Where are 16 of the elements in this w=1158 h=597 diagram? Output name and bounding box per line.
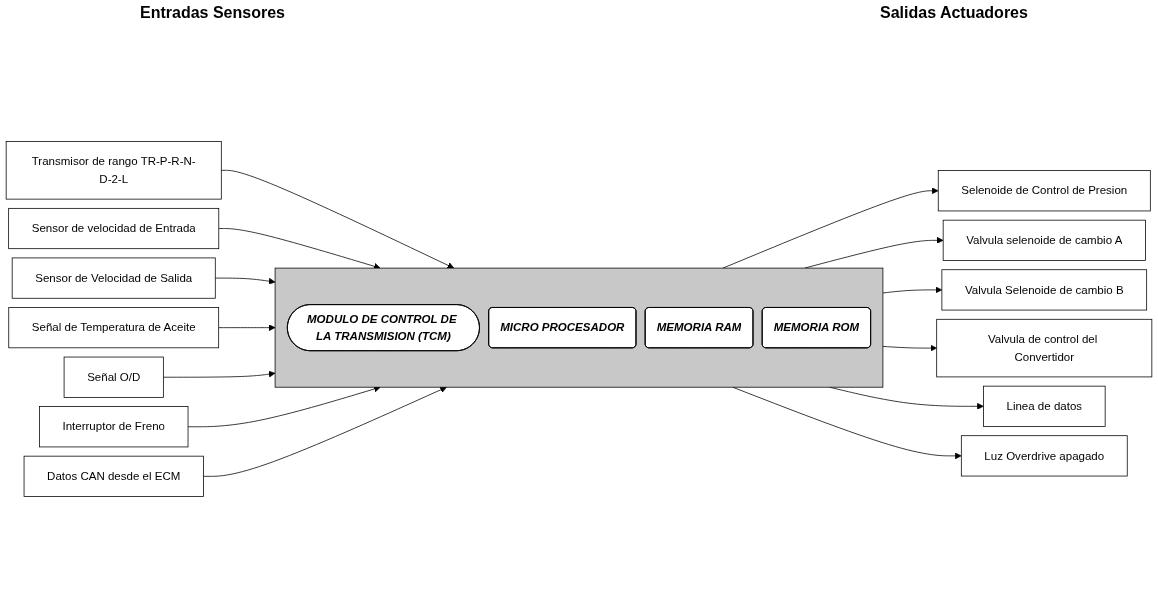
node-box: Luz Overdrive apagado [960,435,1128,477]
node-box: Selenoide de Control de Presion [937,170,1151,212]
column-heading: Entradas Sensores [140,4,285,22]
node-box: Valvula de control del Convertidor [936,318,1153,378]
node-box: Transmisor de rango TR-P-R-N-D-2-L [5,141,222,200]
node-box: Linea de datos [983,385,1106,427]
column-heading: Salidas Actuadores [880,4,1028,22]
node-box: Valvula selenoide de cambio A [942,219,1146,261]
node-box: Sensor de velocidad de Entrada [8,207,220,250]
node-box: Valvula Selenoide de cambio B [941,269,1148,311]
node-box: Sensor de Velocidad de Salida [11,257,216,299]
node-box: Datos CAN desde el ECM [23,455,204,497]
cluster [274,267,884,388]
node-box: Interruptor de Freno [39,406,189,448]
node-box: Señal de Temperatura de Aceite [8,307,220,349]
node-box: Señal O/D [63,356,164,398]
